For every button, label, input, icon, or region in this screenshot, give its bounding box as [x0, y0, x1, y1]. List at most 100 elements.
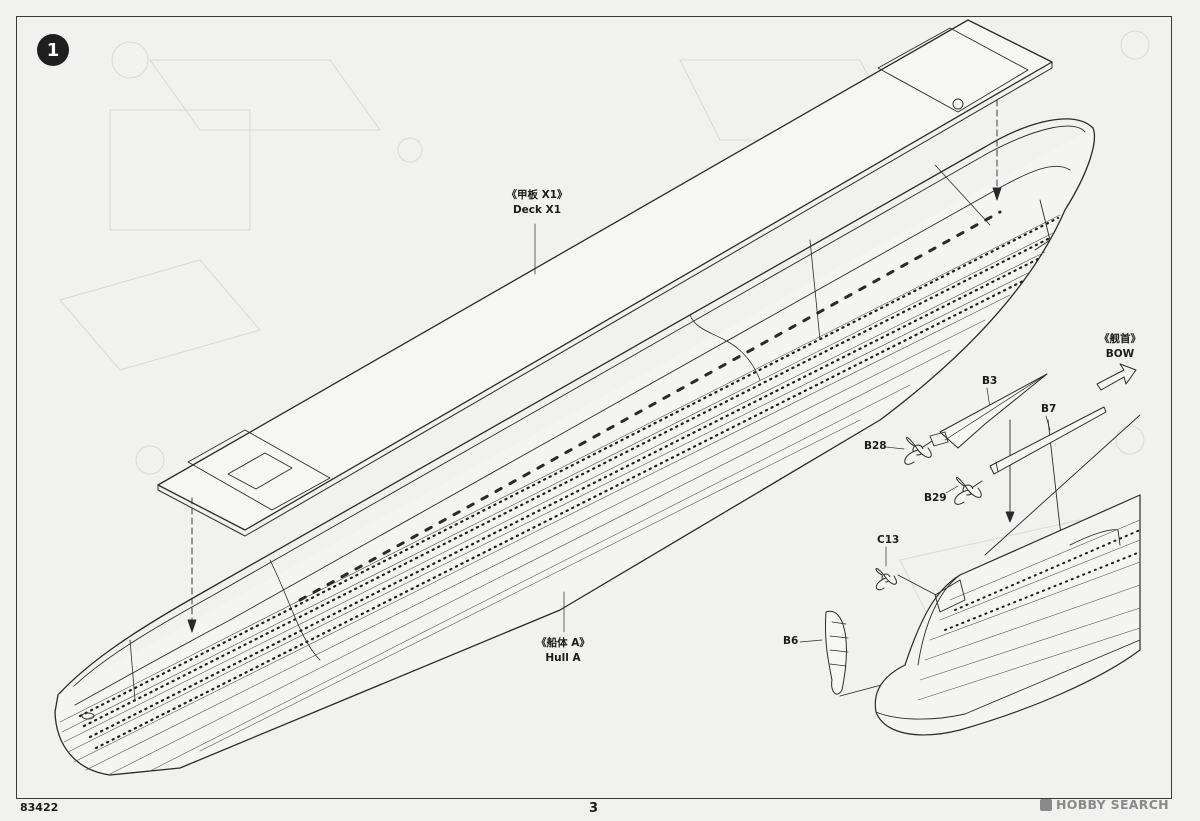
leader-b29 [945, 485, 959, 494]
stern-strake-6 [917, 627, 1141, 701]
arrow-deck-aft-head [187, 619, 197, 633]
stern-emblem [81, 712, 95, 720]
bow-label-cn: 《舰首》 [1099, 333, 1141, 345]
b7-collar [995, 461, 999, 473]
watermark-text: HOBBY SEARCH [1056, 797, 1169, 812]
stern-porthole-row-1 [954, 529, 1141, 611]
hull-inner-curve-3 [809, 239, 821, 341]
deck-fore-detail [877, 27, 1029, 113]
arrow-b3-head [1005, 511, 1015, 523]
stern-detail-view [874, 414, 1141, 736]
bow-stem [1034, 199, 1051, 251]
stern-detail-counter [917, 574, 961, 666]
stern-detail-rudder-post [934, 579, 966, 613]
stern-strake-2 [939, 539, 1141, 621]
porthole-row-4 [94, 278, 1027, 750]
ghost-shape-1 [149, 59, 381, 131]
hull-sheer-line [57, 118, 1094, 696]
part-label-b3: B3 [982, 375, 998, 387]
deck-aft-hatch [227, 452, 293, 490]
part-c13-propeller [875, 568, 897, 591]
stern-detail-waterline [875, 639, 1141, 720]
strake-9 [199, 419, 861, 752]
ghost-box-1 [109, 109, 251, 231]
part-b6-rudder [824, 610, 849, 695]
b6-rudder-ribs [829, 621, 849, 667]
step-number: 1 [46, 39, 60, 61]
part-b7 [989, 406, 1107, 475]
ghost-circle-1 [111, 41, 149, 79]
b7-shaft [989, 406, 1107, 475]
leader-b28 [885, 446, 905, 450]
hull-a-label-cn: 《船体 A》 [536, 637, 590, 649]
watermark: HOBBY SEARCH [1040, 797, 1169, 812]
b28-blade-2 [904, 449, 919, 465]
stern-detail-upper-line [984, 414, 1141, 556]
bow-direction-arrow-icon [1096, 363, 1137, 391]
page-number: 3 [589, 801, 599, 816]
stern-detail-portholes [944, 529, 1141, 631]
b29-blade-1 [956, 477, 969, 491]
bow-label-en: BOW [1105, 348, 1135, 360]
kit-code: 83422 [20, 801, 59, 814]
b6-rib-4 [829, 663, 847, 667]
stern-strake-3 [929, 561, 1141, 641]
stern-strake-1 [949, 519, 1141, 601]
hull-inner-curve-1 [269, 559, 321, 661]
part-label-b29: B29 [924, 492, 947, 504]
b29-blade-2 [954, 489, 969, 505]
strake-4 [67, 271, 1031, 753]
hull-inner-rim [69, 125, 1086, 691]
c13-blade-2 [875, 577, 887, 591]
ghost-circle-5 [397, 137, 423, 163]
part-label-b6: B6 [783, 635, 799, 647]
b3-strut-ridge [944, 373, 1048, 441]
hull-bulwark-line [74, 165, 1071, 706]
ghost-circle-4 [135, 445, 165, 475]
hull-portholes [78, 216, 1060, 750]
stern-detail-shaft-bossing [1069, 529, 1121, 546]
ghost-circle-2 [1120, 30, 1150, 60]
strake-6 [85, 319, 986, 771]
leader-b6 [799, 639, 823, 643]
hull-inner-curve-5 [129, 639, 136, 701]
b28-shaft [922, 440, 933, 448]
c13-blade-1 [875, 568, 887, 579]
part-label-b7: B7 [1041, 403, 1057, 415]
b28-blade-3 [917, 447, 932, 458]
deck-x1-label: 《甲板 X1》 Deck X1 [487, 188, 587, 218]
deck-edge [157, 61, 1053, 537]
hull-a-label-en: Hull A [545, 652, 581, 664]
ghost-circle-3 [1115, 425, 1145, 455]
porthole-row-3 [88, 256, 1042, 739]
hull-plating-strakes [59, 214, 1061, 775]
b29-blade-3 [967, 487, 982, 498]
stern-detail-hull [874, 494, 1141, 736]
stern-detail-strakes [917, 519, 1141, 701]
bow-label: 《舰首》 BOW [1090, 332, 1150, 362]
strake-1 [59, 214, 1061, 723]
strake-3 [63, 251, 1046, 743]
ghost-shape-3 [59, 259, 261, 371]
b6-rib-2 [829, 635, 849, 639]
hull-side-outline [54, 127, 1096, 776]
strake-2 [61, 231, 1056, 733]
step-number-badge: 1 [37, 34, 69, 66]
porthole-row-2 [82, 236, 1052, 728]
hull-inner-curve-4 [934, 164, 991, 226]
deck-aft-detail [187, 429, 331, 511]
stern-porthole-row-2 [944, 551, 1141, 631]
part-b28-propeller [904, 437, 933, 465]
b3-hub [929, 431, 949, 447]
part-b3 [929, 373, 1048, 449]
arrow-c13-line [897, 574, 937, 596]
hull-deck-windows [298, 210, 1002, 602]
b6-rib-1 [831, 621, 847, 625]
leader-b7 [1045, 415, 1051, 431]
part-label-b28: B28 [864, 440, 887, 452]
c13-blade-3 [885, 575, 897, 585]
window-row [298, 210, 1002, 602]
strake-5 [73, 294, 1011, 763]
